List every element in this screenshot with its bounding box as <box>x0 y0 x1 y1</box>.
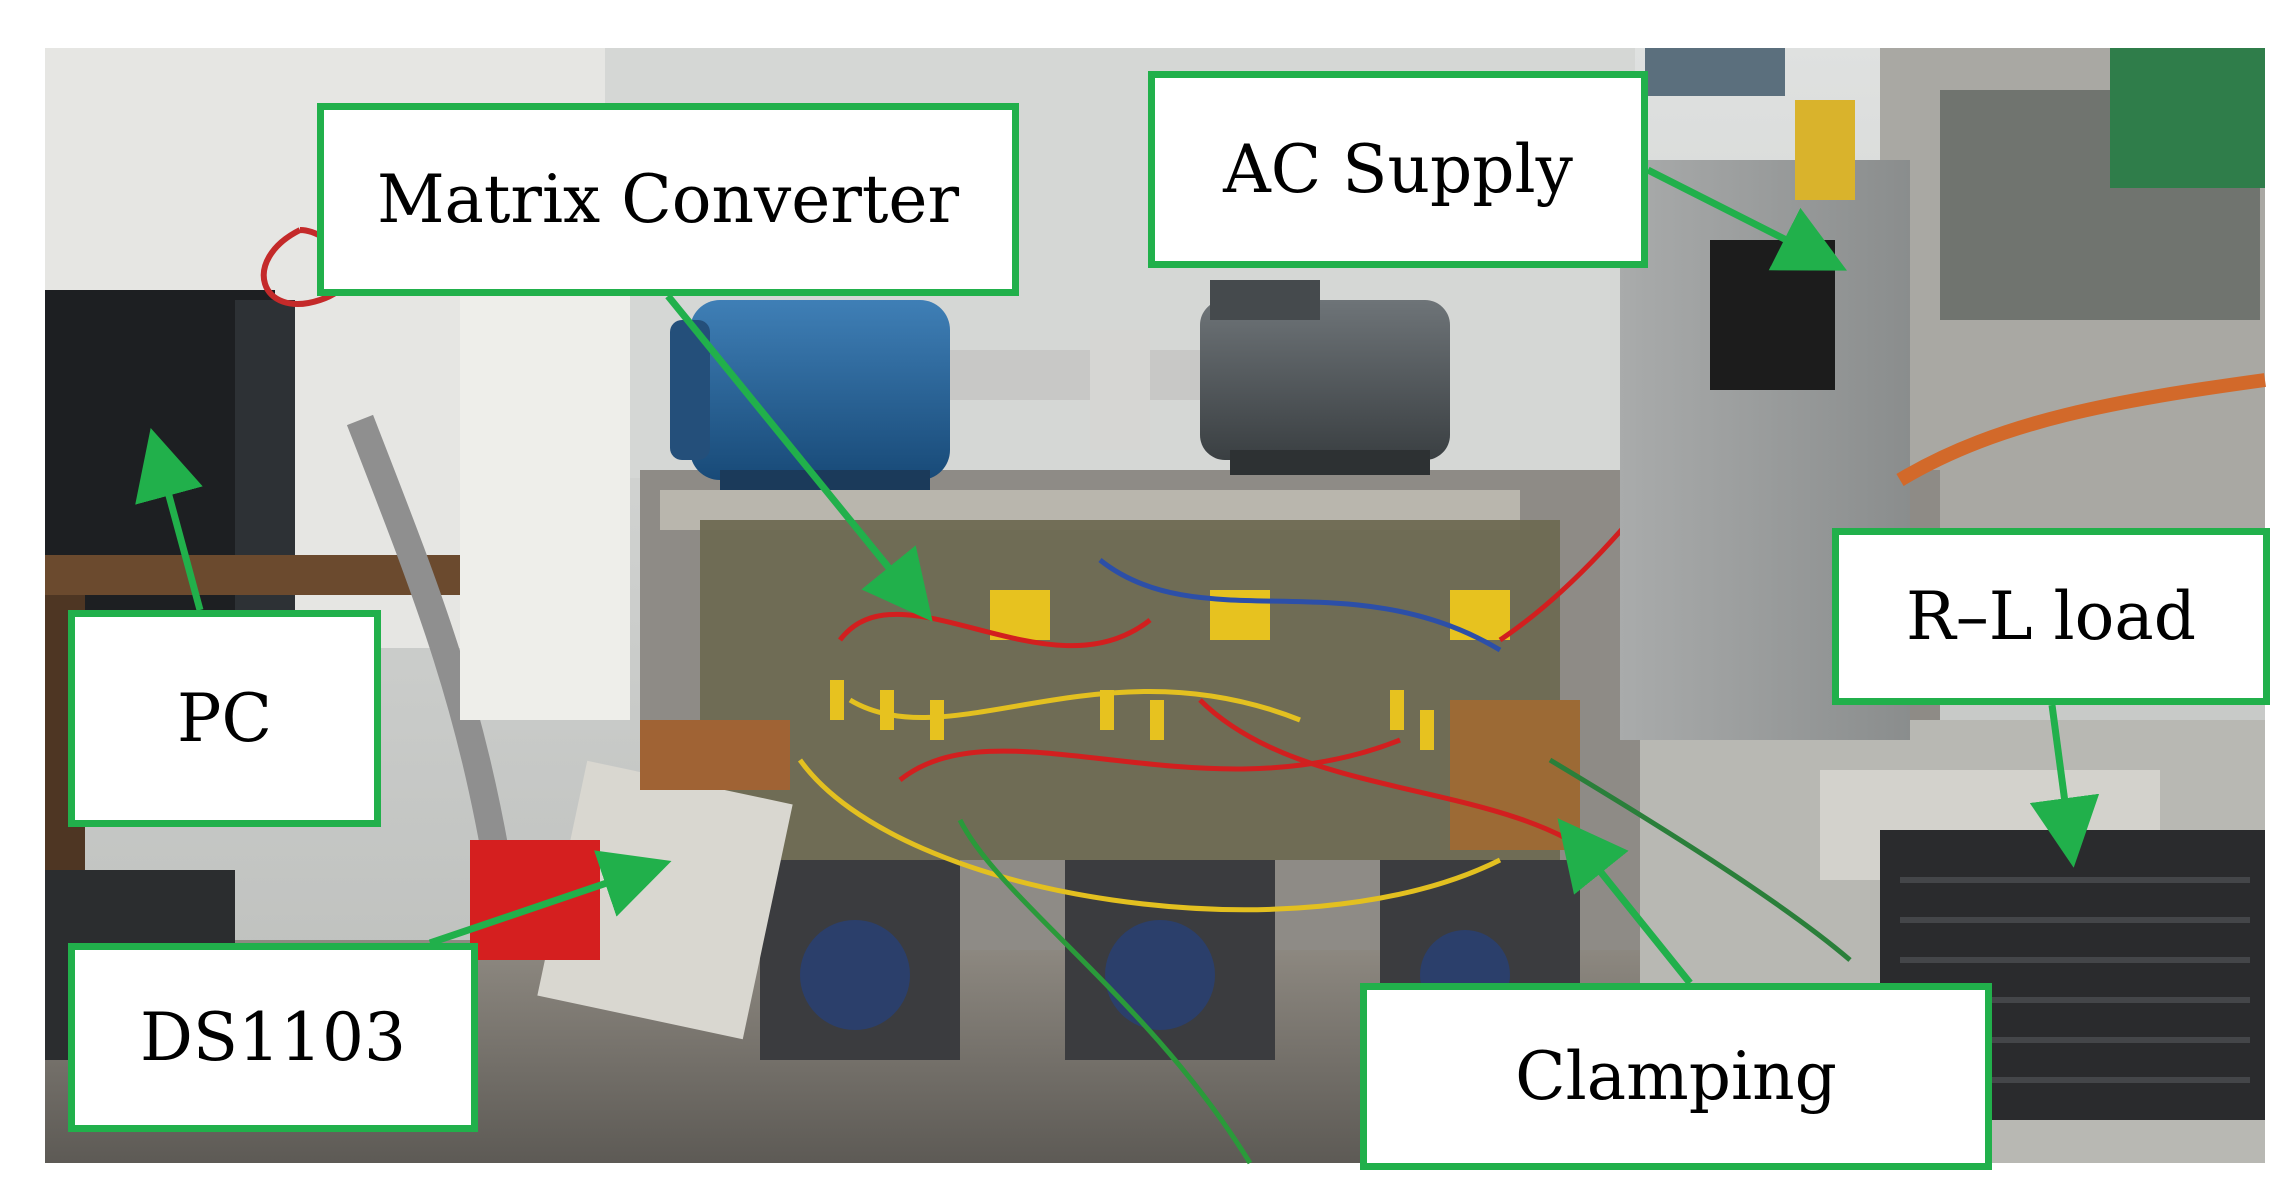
pc-tower-side <box>235 300 295 660</box>
cooling-fan-1 <box>800 920 910 1030</box>
multimeter <box>1795 100 1855 200</box>
orange-cable <box>1896 373 2266 487</box>
blue-motor-body <box>690 300 950 480</box>
arrow-ac-supply <box>1646 166 1847 271</box>
brown-box <box>640 720 790 790</box>
cooling-fan-2 <box>1105 920 1215 1030</box>
arrow-pc <box>135 427 204 611</box>
ac-supply-label: AC Supply <box>1148 71 1648 268</box>
yellow-pad-3 <box>1450 590 1510 640</box>
grey-motor-body <box>1200 300 1450 460</box>
grey-motor-base <box>1230 450 1430 475</box>
white-column <box>460 260 630 720</box>
arrow-matrix-converter <box>665 293 933 622</box>
ds1103-label: DS1103 <box>68 943 478 1132</box>
blue-motor-endcap <box>670 320 710 460</box>
yellow-pad-1 <box>990 590 1050 640</box>
grey-motor-terminal <box>1210 280 1320 320</box>
matrix-converter-label: Matrix Converter <box>317 103 1019 296</box>
pc-desk <box>45 555 465 595</box>
ac-supply-meter <box>1710 240 1835 390</box>
clamping-label: Clamping <box>1360 983 1992 1170</box>
green-machine <box>2110 48 2265 188</box>
red-box <box>470 840 600 960</box>
window-frame <box>1645 48 1785 96</box>
arrow-rl-load <box>2029 704 2100 868</box>
banana-plugs <box>830 680 1434 750</box>
clamping-board <box>1450 700 1580 850</box>
annotation-arrows <box>135 166 2100 986</box>
pc-label: PC <box>68 610 381 827</box>
coupling-shaft <box>950 350 1210 400</box>
coupling-guard <box>1090 330 1150 450</box>
arrow-ds1103 <box>428 850 672 947</box>
rl-load-label: R–L load <box>1832 528 2270 705</box>
pc-cable <box>346 414 514 883</box>
arrow-clamping <box>1557 818 1693 986</box>
